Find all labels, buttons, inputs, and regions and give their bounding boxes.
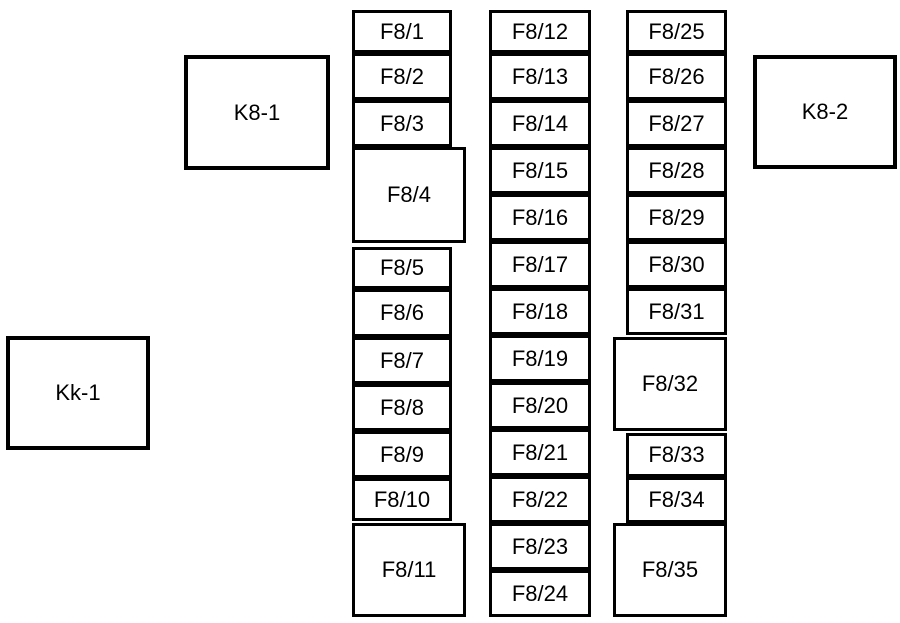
fuse-box-label: F8/17	[511, 251, 569, 277]
fuse-box-label: F8/10	[373, 486, 431, 512]
fuse-box-label: F8/12	[511, 18, 569, 44]
fuse-box-label: F8/9	[379, 441, 425, 467]
fuse-box: F8/24	[489, 570, 591, 617]
fuse-box-label: F8/19	[511, 345, 569, 371]
fuse-box: F8/27	[626, 100, 727, 147]
fuse-box: F8/34	[626, 477, 727, 523]
fuse-box-label: F8/8	[379, 394, 425, 420]
fuse-box: F8/8	[352, 384, 452, 431]
fuse-box: F8/33	[626, 433, 727, 477]
fuse-box: F8/10	[352, 478, 452, 521]
fuse-box-label: F8/13	[511, 63, 569, 89]
fuse-box: F8/13	[489, 53, 591, 100]
fuse-box-label: F8/30	[648, 251, 705, 277]
fuse-box: F8/2	[352, 53, 452, 100]
fuse-box: F8/32	[613, 337, 727, 431]
fuse-box-label: F8/5	[379, 255, 425, 280]
fuse-box-label: F8/4	[386, 182, 432, 207]
fuse-box-label: F8/34	[648, 487, 705, 512]
fuse-box: F8/3	[352, 100, 452, 147]
fuse-box: F8/5	[352, 247, 452, 289]
fuse-box-label: F8/35	[641, 557, 699, 582]
relay-box-label: Kk-1	[55, 380, 101, 405]
fuse-box: F8/31	[626, 288, 727, 335]
fuse-box: F8/20	[489, 382, 591, 429]
fuse-box: F8/6	[352, 289, 452, 337]
fuse-box-label: F8/16	[511, 204, 569, 230]
fuse-box: F8/7	[352, 337, 452, 384]
fuse-box: F8/23	[489, 523, 591, 570]
relay-box: Kk-1	[6, 336, 150, 450]
fuse-box-label: F8/31	[648, 298, 705, 324]
fuse-box-label: F8/26	[648, 63, 705, 89]
fuse-box: F8/28	[626, 147, 727, 194]
fuse-box: F8/15	[489, 147, 591, 194]
fuse-box-label: F8/25	[648, 18, 705, 44]
fuse-box-label: F8/28	[648, 157, 705, 183]
fuse-box: F8/19	[489, 335, 591, 382]
fuse-box-label: F8/6	[379, 300, 425, 325]
fuse-box: F8/25	[626, 10, 727, 53]
fuse-box-label: F8/14	[511, 110, 569, 136]
fuse-box: F8/29	[626, 194, 727, 241]
fuse-box-label: F8/15	[511, 157, 569, 183]
fuse-box-label: F8/23	[511, 533, 569, 559]
fuse-box: F8/30	[626, 241, 727, 288]
fuse-box: F8/12	[489, 10, 591, 53]
relay-box-label: K8-1	[233, 99, 281, 125]
relay-box: K8-2	[753, 55, 897, 169]
fuse-box-label: F8/20	[511, 392, 569, 418]
fuse-box-label: F8/27	[648, 110, 705, 136]
fuse-box: F8/22	[489, 476, 591, 523]
fuse-box-label: F8/22	[511, 486, 569, 512]
fuse-box: F8/18	[489, 288, 591, 335]
fuse-box: F8/1	[352, 10, 452, 53]
fuse-box: F8/26	[626, 53, 727, 100]
relay-box: K8-1	[184, 55, 330, 170]
fuse-box-label: F8/7	[379, 347, 425, 373]
relay-box-label: K8-2	[801, 99, 849, 124]
fuse-box-label: F8/11	[381, 557, 437, 582]
fuse-box-label: F8/18	[511, 298, 569, 324]
fuse-box: F8/21	[489, 429, 591, 476]
fuse-box-label: F8/32	[641, 371, 699, 396]
fuse-box: F8/9	[352, 431, 452, 478]
fuse-box-label: F8/24	[511, 580, 569, 606]
fuse-box: F8/11	[352, 523, 466, 617]
fuse-box: F8/4	[352, 147, 466, 243]
fuse-box: F8/17	[489, 241, 591, 288]
fuse-box-label: F8/2	[379, 63, 425, 89]
fuse-box: F8/16	[489, 194, 591, 241]
fuse-box: F8/14	[489, 100, 591, 147]
fuse-box-label: F8/1	[379, 18, 425, 44]
fuse-box-label: F8/29	[648, 204, 705, 230]
fuse-box: F8/35	[613, 523, 727, 617]
fuse-box-label: F8/21	[511, 439, 569, 465]
fuse-box-label: F8/3	[379, 110, 425, 136]
fuse-box-label: F8/33	[648, 442, 705, 467]
